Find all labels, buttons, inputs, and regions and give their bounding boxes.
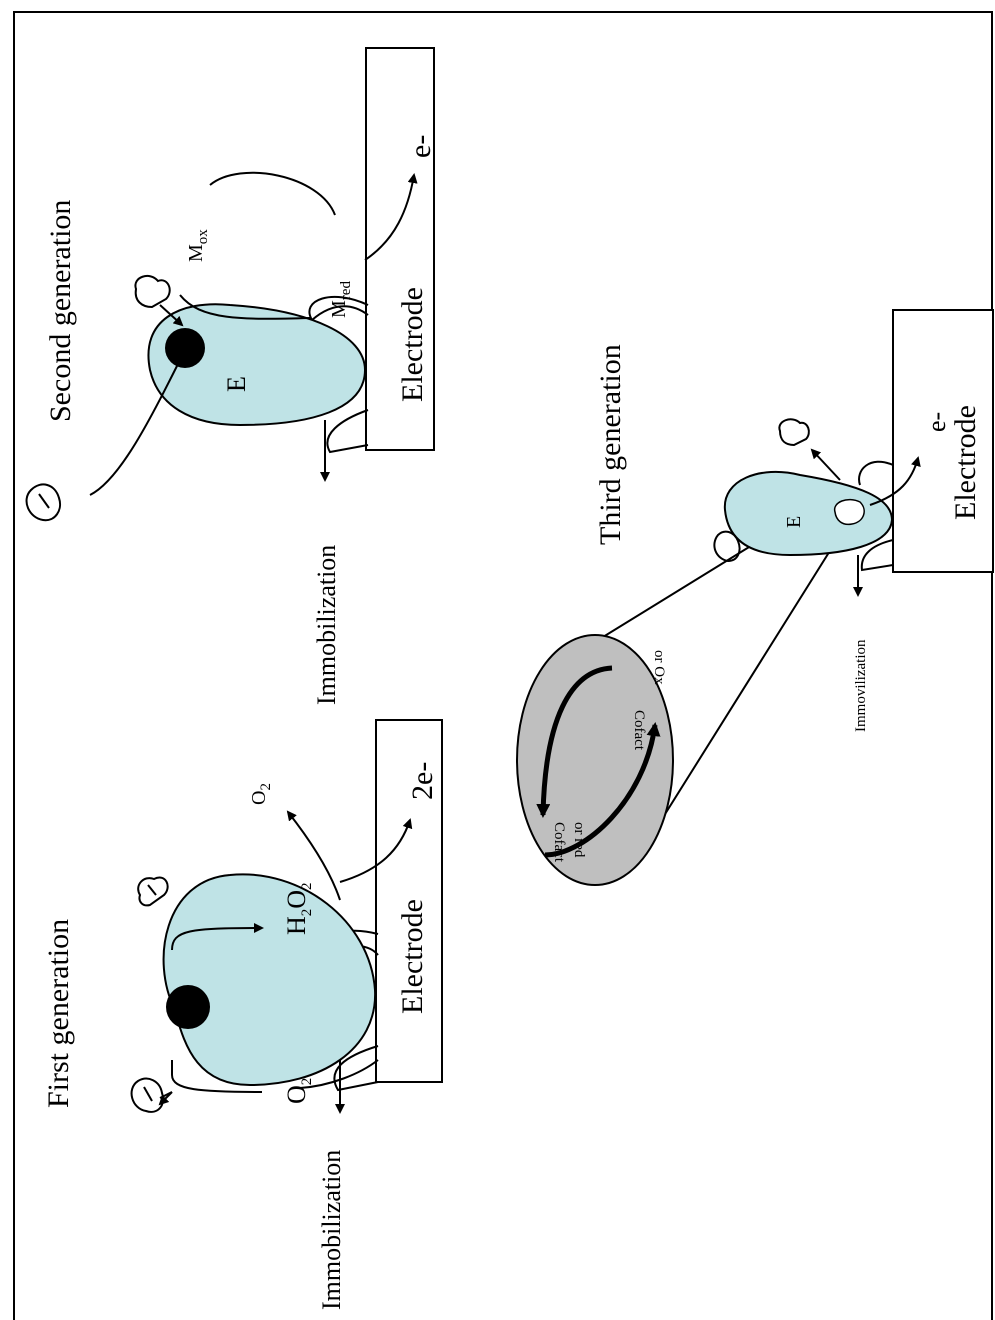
second-immobilization-label: Immobilization: [312, 545, 341, 705]
second-electron-label: e-: [404, 135, 437, 158]
third-immobilization-label: Immovilization: [853, 639, 869, 732]
second-generation-panel: Second generation Electrode Immobilizati…: [27, 48, 437, 705]
third-electron-label: e-: [922, 412, 951, 432]
third-generation-title: Third generation: [594, 344, 627, 545]
first-electrons-label: 2e-: [406, 762, 439, 800]
second-product-icon: [135, 276, 169, 307]
third-enzyme: [725, 472, 892, 555]
second-substrate-icon: [27, 484, 61, 520]
first-electrode-label: Electrode: [396, 899, 429, 1014]
third-generation-panel: Third generation Electrode Cofact or Ox …: [517, 310, 993, 885]
outer-frame: [14, 12, 992, 1320]
second-mred-label: Mred: [328, 281, 354, 318]
first-generation-panel: First generation Electrode Immobilizatio…: [42, 720, 442, 1310]
first-h2o2: H2O2: [282, 882, 315, 935]
first-immobilization-label: Immobilization: [317, 1150, 346, 1310]
third-cofactor-red-2: or red: [571, 822, 587, 858]
third-cofactor-red-1: Cofact: [551, 822, 567, 863]
second-cofactor-dot: [165, 328, 205, 368]
second-enzyme-label: E: [222, 376, 251, 392]
first-enzyme: [164, 874, 376, 1085]
second-mox-label: Mox: [185, 229, 211, 262]
first-cofactor-dot: [166, 985, 210, 1029]
first-product-icon: [132, 1079, 163, 1112]
first-substrate-icon: [138, 878, 167, 906]
first-o2-right: O2: [248, 783, 274, 805]
third-substrate-icon: [714, 532, 739, 561]
third-enzyme-label: E: [783, 516, 805, 528]
second-electrode-label: Electrode: [396, 287, 429, 402]
third-product-arrow: [812, 450, 840, 480]
second-generation-title: Second generation: [44, 200, 77, 422]
third-cofactor-ox-2: or Ox: [651, 650, 667, 685]
third-active-site: [835, 500, 865, 525]
third-cofactor-ox-1: Cofact: [631, 710, 647, 751]
third-electrode-label: Electrode: [949, 405, 982, 520]
third-product-icon: [779, 419, 809, 445]
first-generation-title: First generation: [42, 919, 75, 1108]
